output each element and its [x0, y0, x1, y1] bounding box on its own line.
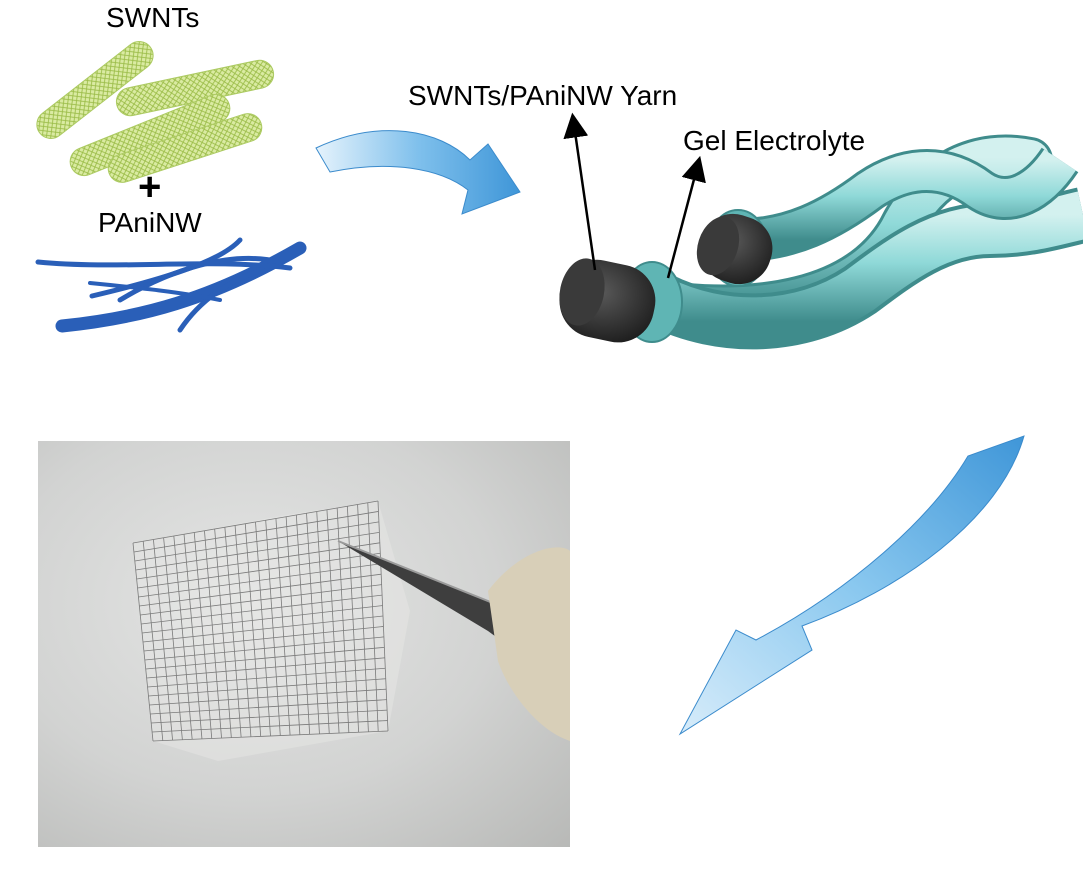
- nanowire: [88, 281, 222, 302]
- weft-thread: [145, 646, 385, 670]
- weft-thread: [151, 709, 388, 724]
- weft-thread: [132, 500, 379, 544]
- swnts-label: SWNTs: [106, 2, 200, 33]
- yarn-label: SWNTs/PAniNW Yarn: [408, 80, 678, 111]
- electrolyte-tube-mid-fill: [739, 148, 1076, 259]
- weft-thread: [152, 720, 388, 733]
- pointer-arrow-icon: [666, 155, 706, 279]
- textile-photo: [38, 441, 570, 847]
- curved-arrow-down-left-icon: [678, 435, 1025, 736]
- weft-thread: [142, 605, 383, 634]
- weft-thread: [147, 667, 386, 688]
- weft-thread: [140, 584, 382, 616]
- twisted-yarn-schematic: [559, 134, 1083, 350]
- weft-thread: [134, 521, 379, 562]
- paninw-label: PAniNW: [98, 207, 202, 238]
- plus-sign: +: [138, 165, 162, 209]
- yarn-core-end: [696, 216, 740, 276]
- weft-thread: [150, 699, 387, 715]
- pointer-arrow-icon: [563, 112, 597, 271]
- weft-thread: [139, 573, 382, 607]
- electrolyte-tube-front-fill: [649, 191, 1083, 346]
- swnt-bundle: [36, 41, 275, 183]
- gel-electrolyte-label: Gel Electrolyte: [683, 125, 866, 156]
- weft-thread: [138, 563, 381, 598]
- swnt-tube: [107, 113, 263, 183]
- curved-arrow-right-icon: [315, 130, 521, 215]
- weft-thread: [142, 615, 384, 643]
- weft-thread: [133, 511, 379, 553]
- nanowire: [35, 259, 293, 271]
- nanowire: [177, 267, 265, 333]
- gloved-finger: [488, 547, 570, 741]
- yarn-core-end: [559, 258, 605, 326]
- swnt-tube: [36, 41, 154, 139]
- weft-thread: [152, 730, 389, 742]
- weft-thread: [148, 678, 386, 697]
- paninw-network: [35, 237, 307, 333]
- photo-content: [132, 500, 570, 761]
- weft-thread: [135, 531, 380, 571]
- weft-thread: [143, 626, 384, 652]
- weft-thread: [136, 542, 380, 580]
- weft-thread: [146, 657, 385, 679]
- woven-mesh: [132, 500, 410, 761]
- weft-thread: [137, 552, 381, 589]
- weft-thread: [141, 594, 383, 625]
- weft-thread: [149, 688, 387, 706]
- weft-thread: [144, 636, 384, 661]
